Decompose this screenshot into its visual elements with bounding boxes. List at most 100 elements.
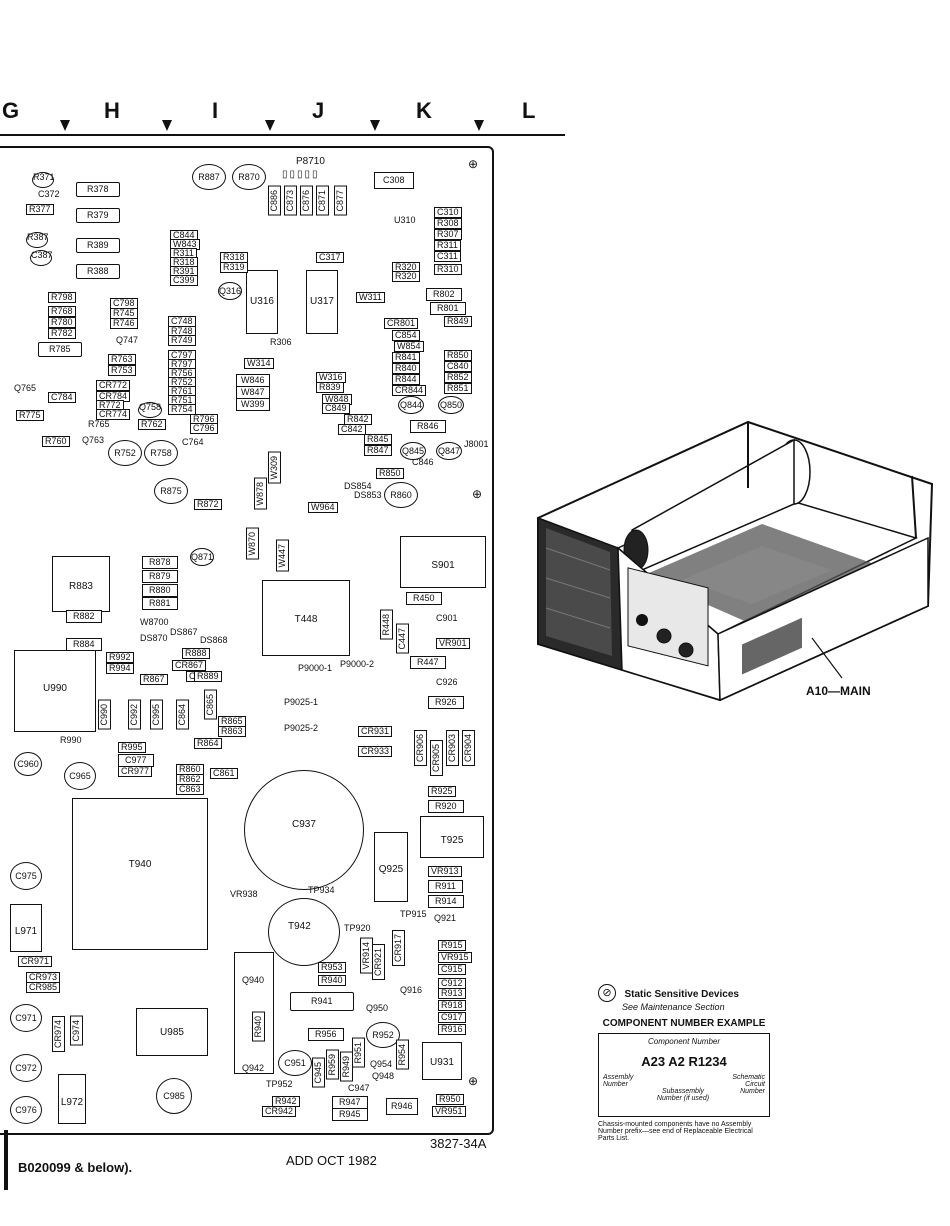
component-r752b: R752 bbox=[108, 440, 142, 466]
component-r840: R840 bbox=[392, 363, 420, 374]
component-cr921: CR921 bbox=[372, 944, 385, 981]
transistor-q942: Q942 bbox=[242, 1063, 265, 1073]
component-r959: R959 bbox=[326, 1050, 339, 1080]
component-r954: R954 bbox=[396, 1040, 409, 1070]
ic-u931: U931 bbox=[422, 1042, 462, 1080]
component-r839: R839 bbox=[316, 382, 344, 393]
grid-tick bbox=[265, 120, 275, 131]
component-r450: R450 bbox=[406, 592, 442, 605]
component-r749: R749 bbox=[168, 335, 196, 346]
component-c974: C974 bbox=[70, 1016, 83, 1046]
component-vr938: VR938 bbox=[230, 889, 258, 899]
example-heading: COMPONENT NUMBER EXAMPLE bbox=[602, 1018, 766, 1030]
testpoint-tp952: TP952 bbox=[266, 1079, 293, 1089]
transformer-t925: T925 bbox=[420, 816, 484, 858]
component-c977: C977 bbox=[118, 754, 154, 767]
switch-s901: S901 bbox=[400, 536, 486, 588]
static-sensitive-icon: ⊘ bbox=[598, 984, 616, 1002]
revision-date: ADD OCT 1982 bbox=[286, 1153, 377, 1168]
component-r389: R389 bbox=[76, 238, 120, 253]
component-c915: C915 bbox=[438, 964, 466, 975]
component-cr917: CR917 bbox=[392, 930, 405, 967]
component-r883: R883 bbox=[69, 581, 93, 593]
component-j8001: J8001 bbox=[464, 439, 489, 449]
component-ds870: DS870 bbox=[140, 633, 168, 643]
grid-letter-k: K bbox=[416, 98, 432, 123]
transformer-t940-label: T940 bbox=[128, 859, 152, 870]
component-c877: C877 bbox=[334, 186, 347, 216]
grid-letter-h: H bbox=[104, 98, 120, 123]
component-cr905: CR905 bbox=[430, 740, 443, 777]
component-q758: Q758 bbox=[138, 402, 162, 418]
inductor-l971-label: L971 bbox=[14, 925, 38, 937]
component-q844: Q844 bbox=[398, 396, 424, 414]
connector-label: P8710 bbox=[296, 156, 325, 167]
component-w399: W399 bbox=[236, 398, 270, 411]
component-c971: C971 bbox=[10, 1004, 42, 1032]
component-r952: R952 bbox=[366, 1022, 400, 1048]
component-vr915: VR915 bbox=[438, 952, 472, 963]
component-r887: R887 bbox=[192, 164, 226, 190]
component-r911: R911 bbox=[428, 880, 463, 893]
component-w447: W447 bbox=[276, 540, 289, 572]
component-ds854: DS854 bbox=[344, 481, 372, 491]
component-cr933: CR933 bbox=[358, 746, 393, 757]
component-r841: R841 bbox=[392, 352, 420, 363]
component-r388: R388 bbox=[76, 264, 120, 279]
component-c960: C960 bbox=[14, 752, 42, 776]
component-r872: R872 bbox=[194, 499, 222, 510]
component-c308: C308 bbox=[374, 172, 414, 189]
component-r850: R850 bbox=[444, 350, 472, 361]
component-c399: C399 bbox=[170, 275, 198, 286]
grid-letter-g: G bbox=[2, 98, 20, 123]
component-r765: R765 bbox=[88, 419, 110, 429]
component-r916: R916 bbox=[438, 1024, 466, 1035]
component-c840: C840 bbox=[444, 361, 472, 372]
component-r801: R801 bbox=[430, 302, 466, 315]
component-cr906: CR906 bbox=[414, 730, 427, 767]
component-r320b: R320 bbox=[392, 271, 420, 282]
component-q765: Q765 bbox=[14, 383, 37, 393]
component-c846: C846 bbox=[412, 457, 434, 467]
ic-u317-label: U317 bbox=[310, 295, 334, 307]
component-r310: R310 bbox=[434, 264, 462, 275]
capacitor-c937-body bbox=[244, 770, 364, 890]
transistor-q925: Q925 bbox=[374, 832, 408, 902]
ic-u990-label: U990 bbox=[43, 683, 67, 694]
component-c849: C849 bbox=[322, 403, 350, 414]
example-box: Component Number A23 A2 R1234 Assembly N… bbox=[598, 1033, 770, 1118]
component-r913: R913 bbox=[438, 988, 466, 999]
static-sensitive-row: ⊘ Static Sensitive Devices bbox=[598, 984, 770, 1002]
component-r863: R863 bbox=[218, 726, 246, 737]
component-r940b: R940 bbox=[252, 1012, 265, 1042]
component-r946: R946 bbox=[386, 1098, 418, 1115]
component-r880: R880 bbox=[142, 584, 178, 597]
component-r878: R878 bbox=[142, 556, 178, 569]
component-q845: Q845 bbox=[400, 442, 426, 460]
component-c871: C871 bbox=[316, 186, 329, 216]
component-number-example: ⊘ Static Sensitive Devices See Maintenan… bbox=[598, 984, 770, 1142]
chassis-mounted-note: Chassis-mounted components have no Assem… bbox=[598, 1121, 753, 1143]
chassis-illustration bbox=[537, 420, 934, 702]
component-c965: C965 bbox=[64, 762, 96, 790]
component-r307: R307 bbox=[434, 229, 462, 240]
component-w964: W964 bbox=[308, 502, 338, 513]
component-r860: R860 bbox=[384, 482, 418, 508]
grid-letter-l: L bbox=[522, 98, 536, 123]
grid-tick bbox=[162, 120, 172, 131]
component-vr913: VR913 bbox=[428, 866, 462, 877]
component-c317: C317 bbox=[316, 252, 344, 263]
registration-mark: ⊕ bbox=[468, 157, 479, 171]
inductor-l972: L972 bbox=[58, 1074, 86, 1124]
component-w314: W314 bbox=[244, 358, 274, 369]
component-q847: Q847 bbox=[436, 442, 462, 460]
capacitor-c937-label: C937 bbox=[292, 819, 316, 830]
component-c310: C310 bbox=[434, 207, 462, 218]
component-r768: R768 bbox=[48, 306, 76, 317]
component-q316: Q316 bbox=[218, 282, 242, 300]
component-w854: W854 bbox=[394, 341, 424, 352]
component-c975: C975 bbox=[10, 862, 42, 890]
component-r448: R448 bbox=[380, 610, 393, 640]
component-c865: C865 bbox=[204, 690, 217, 720]
transformer-t448-label: T448 bbox=[294, 614, 318, 626]
